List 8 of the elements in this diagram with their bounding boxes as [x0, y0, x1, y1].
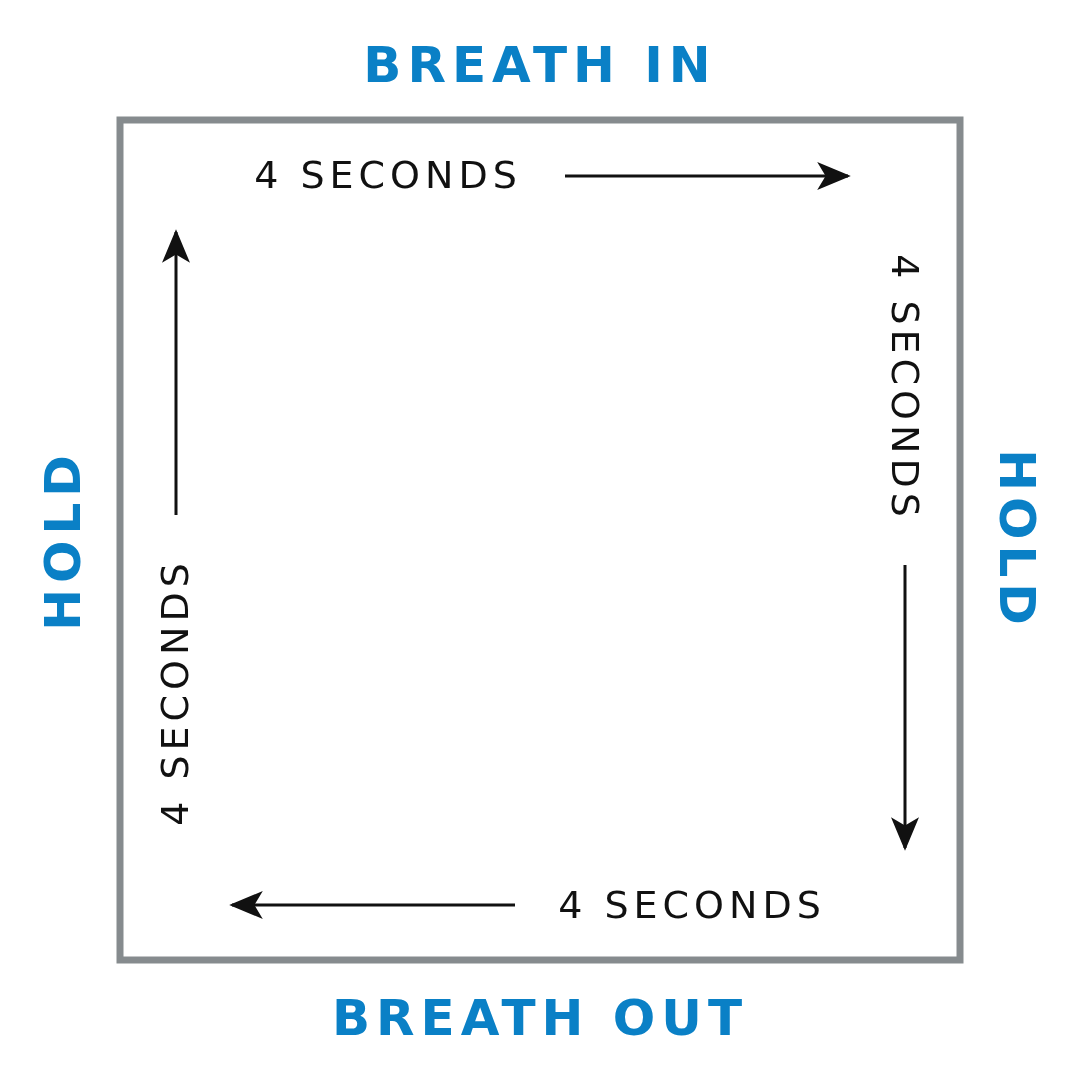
duration-label: 4 SECONDS [254, 156, 522, 194]
duration-label: 4 SECONDS [558, 886, 826, 924]
phase-label: HOLD [38, 449, 88, 631]
phase-label: BREATH IN [363, 40, 717, 90]
phase-label: BREATH OUT [331, 993, 749, 1043]
duration-label: 4 SECONDS [156, 558, 194, 826]
duration-label: 4 SECONDS [886, 254, 924, 522]
phase-label: HOLD [992, 449, 1042, 631]
